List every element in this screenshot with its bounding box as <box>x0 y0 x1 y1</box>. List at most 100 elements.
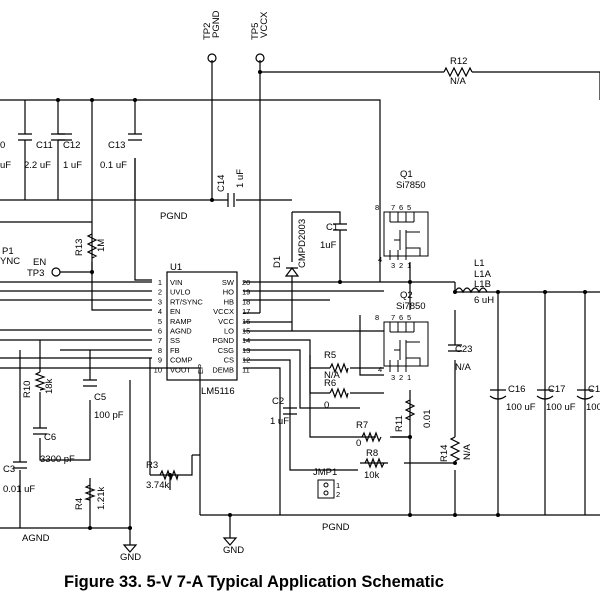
ic-pin-name: RT/SYNC <box>170 297 203 306</box>
c6-symbol <box>33 427 47 435</box>
capacitor-c13: C13 0.1 uF <box>100 133 142 171</box>
ic-pin-number: 20 <box>242 278 250 287</box>
ic-pin-name: LO <box>224 327 234 336</box>
ic-pin-name: DEMB <box>212 365 234 374</box>
ic-ep: EP <box>196 364 205 374</box>
c23-symbol <box>448 344 462 352</box>
r14-value: N/A <box>462 444 473 461</box>
resistor-r12: R12 N/A <box>443 56 473 87</box>
ic-pin-number: 19 <box>242 288 250 297</box>
jmp1-pin1: 1 <box>336 481 340 490</box>
c16-value: 100 uF <box>506 402 536 413</box>
ic-pin-number: 11 <box>242 365 250 374</box>
capacitor-c16: C16 100 uF <box>489 384 536 413</box>
q2-pin-6: 6 <box>399 313 403 322</box>
ic-pin-name: SW <box>222 278 235 287</box>
q1-pin-6: 6 <box>399 203 403 212</box>
c17-ref: C17 <box>548 384 565 395</box>
r7-ref: R7 <box>356 420 368 431</box>
q2-pin-g: 4 <box>378 365 382 374</box>
r8-value: 10k <box>364 470 380 481</box>
r14-ref: R14 <box>439 445 450 462</box>
q2-pin-d: 8 <box>375 313 379 322</box>
ic-pin-number: 2 <box>158 288 162 297</box>
capacitor-c12: C12 1 uF <box>58 133 82 171</box>
r13-symbol <box>86 233 98 259</box>
tp2-ref: TP2 <box>202 23 213 40</box>
net-pgnd-mid: PGND <box>160 211 188 222</box>
capacitor-c18: C1 100 <box>576 384 600 413</box>
c6-ref: C6 <box>44 432 56 443</box>
tp1-net: YNC <box>0 256 20 267</box>
r4-value: 1.21k <box>96 487 107 510</box>
c12-ref: C12 <box>63 140 80 151</box>
r5-value: N/A <box>324 370 341 381</box>
l1-symbol <box>454 287 488 294</box>
c1-ref: C1 <box>326 222 338 233</box>
r11-ref: R11 <box>394 415 405 432</box>
c18-symbol <box>576 389 594 400</box>
tp5-ref: TP5 <box>250 23 261 40</box>
r10-ref: R10 <box>22 381 33 398</box>
resistor-r8: R8 10k <box>364 448 385 481</box>
inductor-l1: L1 L1A L1B 6 uH <box>454 258 494 306</box>
testpoint-tp1: P1 YNC <box>0 246 20 267</box>
ic-pin-name: VCC <box>218 317 234 326</box>
c5-ref: C5 <box>94 392 106 403</box>
resistor-r11: R11 0.01 <box>394 399 433 432</box>
ic-pin-name: CSG <box>218 346 234 355</box>
resistor-r6: R6 0 <box>324 378 349 411</box>
ic-pin-name: HO <box>223 288 234 297</box>
c3-value: 0.01 uF <box>3 484 35 495</box>
gnd2-label: GND <box>223 545 244 556</box>
ic-pin-number: 1 <box>158 278 162 287</box>
ic-pin-name: VOUT <box>170 365 191 374</box>
ic-pin-number: 15 <box>242 327 250 336</box>
r6-value: 0 <box>324 400 329 411</box>
capacitor-c1: C1 1uF <box>320 222 347 251</box>
resistor-r13: R13 1M <box>74 233 107 259</box>
c17-symbol <box>536 389 554 400</box>
resistor-r10: R10 18k <box>22 371 55 398</box>
ic-pin-name: AGND <box>170 327 192 336</box>
tp3-ref: TP3 <box>27 268 44 279</box>
c10-ref: 0 <box>0 140 5 151</box>
c14-value: 1 uF <box>235 169 246 188</box>
c11-ref: C11 <box>36 140 53 151</box>
q2-ref: Q2 <box>400 290 413 301</box>
ic-pin-number: 9 <box>158 356 162 365</box>
c1-value: 1uF <box>320 240 337 251</box>
r12-symbol <box>443 66 473 78</box>
ic-pin-name: VIN <box>170 278 183 287</box>
testpoint-tp5: TP5 VCCX <box>250 11 270 63</box>
r8-symbol <box>364 457 385 469</box>
net-pgnd-bottom: PGND <box>322 522 350 533</box>
c23-ref: C23 <box>455 344 472 355</box>
r6-symbol <box>329 387 349 400</box>
ic-ref: U1 <box>170 262 182 273</box>
r5-symbol <box>329 362 349 375</box>
q2-pin-1: 1 <box>407 373 411 382</box>
resistor-r7: R7 0 <box>356 420 382 449</box>
c5-symbol <box>83 379 97 387</box>
r12-value: N/A <box>450 76 467 87</box>
capacitor-c14: C14 1 uF <box>216 169 246 207</box>
r11-value: 0.01 <box>422 410 433 429</box>
r7-value: 0 <box>356 438 361 449</box>
q1-pin-1: 1 <box>407 261 411 270</box>
ic-pin-number: 17 <box>242 307 250 316</box>
tp2-net: PGND <box>211 10 222 38</box>
c3-symbol <box>13 461 27 469</box>
ic-pin-name: SS <box>170 336 180 345</box>
l1-ref: L1 <box>474 258 485 269</box>
tp3-net: EN <box>33 257 46 268</box>
ic-pin-number: 13 <box>242 346 250 355</box>
ic-pin-name: PGND <box>212 336 234 345</box>
ic-pin-number: 16 <box>242 317 250 326</box>
ground-icon <box>122 544 138 553</box>
tp1-ref: P1 <box>2 246 14 257</box>
c16-symbol <box>489 389 507 400</box>
mosfet-q1: Q1 Si7850 8 7 6 5 3 2 1 4 <box>375 169 429 270</box>
